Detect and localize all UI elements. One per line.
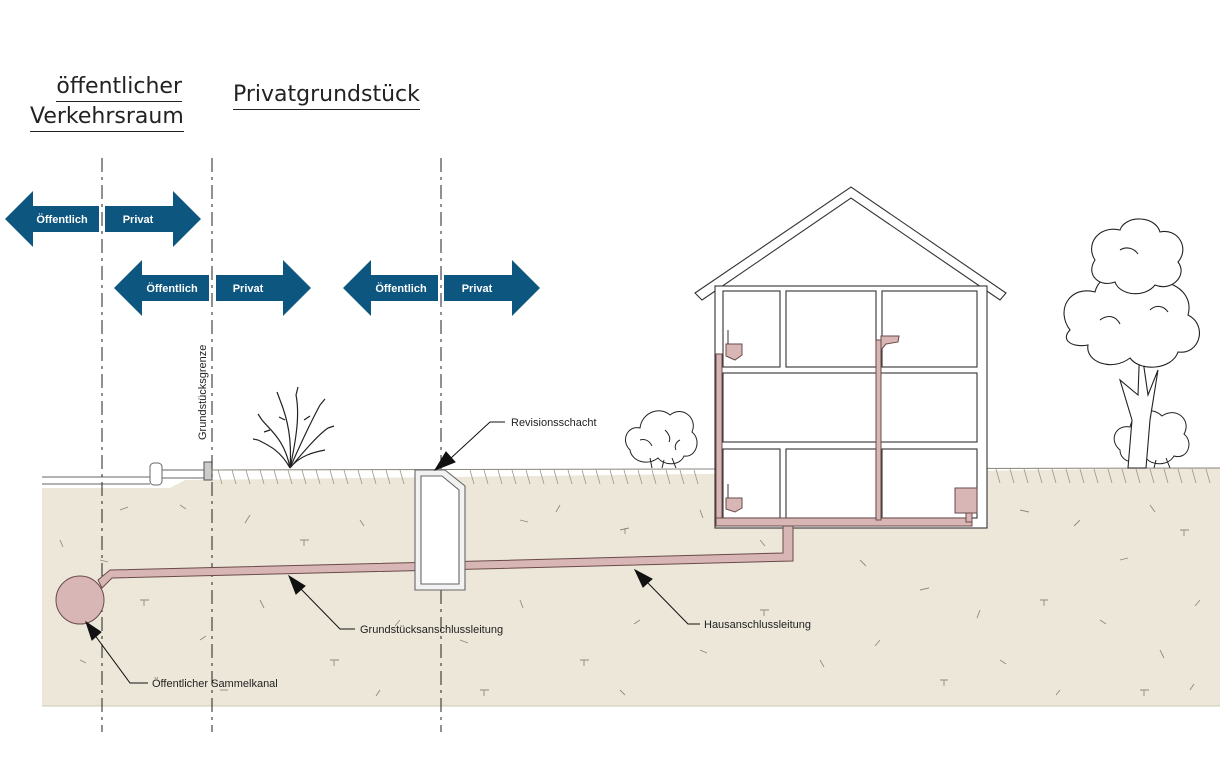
- public-sewer-label: Öffentlicher Sammelkanal: [152, 678, 278, 690]
- arrow-private-label-3: Privat: [462, 283, 493, 295]
- arrow-public-label-1: Öffentlich: [36, 213, 88, 226]
- arrow-right-1: [105, 191, 201, 247]
- soil-texture: [59, 504, 1201, 697]
- house-connection-pipe-label: Hausanschlussleitung: [704, 619, 811, 631]
- sink-2: [880, 335, 900, 352]
- private-area-heading-text: Privatgrundstück: [233, 80, 420, 110]
- arrow-public-label-3: Öffentlich: [375, 282, 427, 295]
- responsibility-arrow-2: Öffentlich Privat: [114, 260, 311, 316]
- private-area-heading: Privatgrundstück: [233, 80, 420, 110]
- inspection-shaft-label: Revisionsschacht: [511, 417, 597, 429]
- property-boundary-label: Grundstücksgrenze: [197, 345, 209, 440]
- responsibility-arrow-3: Öffentlich Privat: [343, 260, 540, 316]
- arrow-left-1: [5, 191, 99, 247]
- arrow-left-3: [343, 260, 438, 316]
- arrow-left-2: [114, 260, 209, 316]
- responsibility-arrow-1: Öffentlich Privat: [5, 191, 201, 247]
- arrow-right-2: [216, 260, 311, 316]
- soil-area: [42, 468, 1220, 706]
- inspection-shaft: [414, 469, 466, 591]
- bush-icon-2: [1113, 410, 1190, 469]
- arrow-public-label-2: Öffentlich: [146, 282, 198, 295]
- public-area-heading: öffentlicher Verkehrsraum: [30, 72, 184, 132]
- arrow-private-label-2: Privat: [233, 283, 264, 295]
- road-curb: [42, 461, 213, 486]
- house: [694, 186, 1007, 529]
- boundary-lines: [101, 158, 442, 732]
- shrub-icon: [252, 386, 335, 469]
- house-roof: [694, 186, 1007, 301]
- public-sewer-pipe: [55, 575, 105, 625]
- arrow-right-3: [444, 260, 540, 316]
- sink-1: [725, 343, 743, 361]
- public-area-heading-line2: Verkehrsraum: [30, 102, 184, 132]
- ground-hatching: [217, 468, 1211, 485]
- arrow-private-label-1: Privat: [123, 214, 154, 226]
- tree-icon: [1063, 218, 1200, 469]
- pipes: [55, 330, 978, 625]
- sink-3: [725, 497, 743, 513]
- callouts: [85, 421, 700, 684]
- basement-drain: [954, 487, 978, 514]
- property-connection-pipe-label: Grundstücksanschlussleitung: [360, 624, 503, 636]
- bush-icon-1: [625, 410, 698, 469]
